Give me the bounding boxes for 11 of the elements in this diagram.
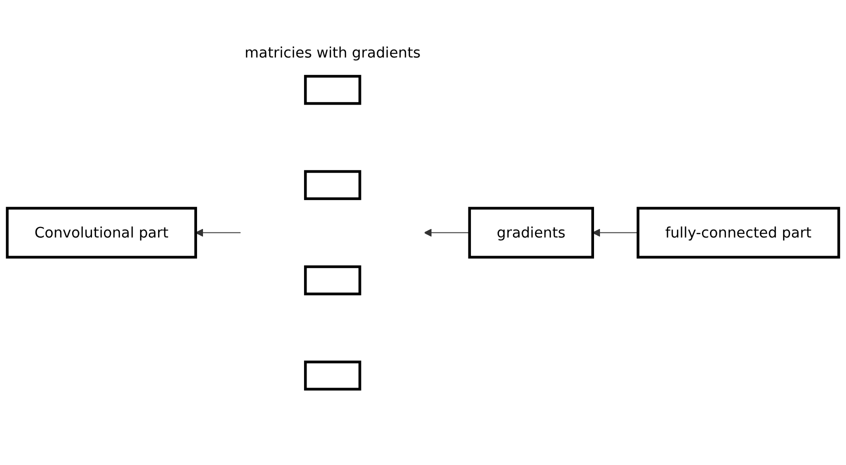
node-box: gradients [468,206,594,258]
node-box [304,360,362,390]
arrow [592,228,638,236]
node-box [304,74,362,105]
node-text: matricies with gradients [244,44,421,62]
arrow [424,228,470,236]
arrow [195,228,242,236]
node-box: fully-connected part [636,206,840,258]
node-box [304,170,362,200]
node-box [304,265,362,296]
node-box: Convolutional part [6,206,198,258]
